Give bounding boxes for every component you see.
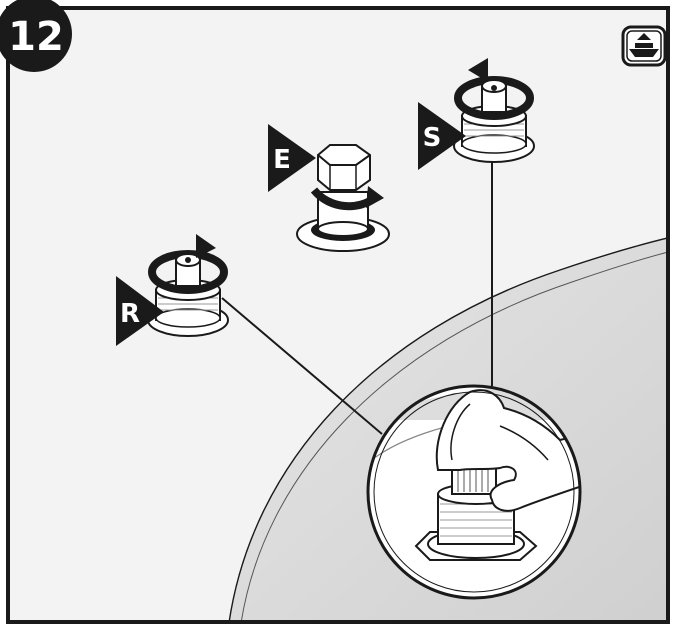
label-s: S bbox=[418, 102, 466, 170]
valve-r bbox=[147, 234, 229, 337]
tub-inner-edge bbox=[240, 251, 668, 622]
svg-text:R: R bbox=[120, 299, 140, 329]
step-number: 12 bbox=[8, 14, 64, 60]
step-badge: 12 bbox=[0, 0, 72, 72]
hand-fingers bbox=[435, 389, 580, 512]
valve-e bbox=[296, 144, 390, 252]
label-e: E bbox=[268, 124, 316, 192]
leader-line-r bbox=[221, 297, 383, 435]
panel-frame bbox=[6, 6, 670, 624]
zoom-detail bbox=[366, 384, 582, 600]
svg-text:E: E bbox=[273, 145, 291, 175]
valve-s bbox=[453, 58, 535, 163]
ship-icon bbox=[621, 25, 667, 67]
label-r: R bbox=[116, 276, 164, 346]
svg-text:S: S bbox=[423, 123, 442, 153]
